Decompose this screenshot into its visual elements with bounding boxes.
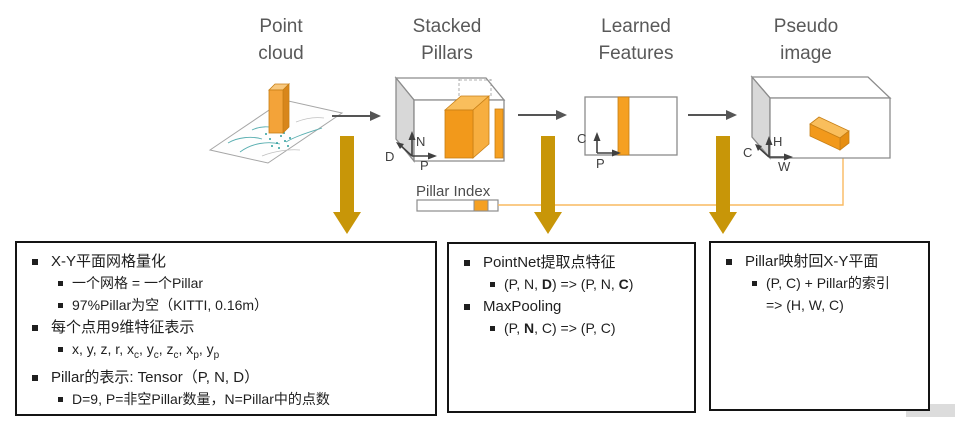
list-item: MaxPooling [464, 296, 689, 317]
list-item: PointNet提取点特征 [464, 252, 689, 273]
stage-title-stacked-pillars: Stacked Pillars [412, 16, 482, 64]
flow-arrow-3 [688, 110, 737, 120]
bullet-icon [58, 281, 63, 286]
list-item: 97%Pillar为空（KITTI, 0.16m） [58, 295, 430, 316]
index-connector-line [498, 150, 844, 206]
list-item-text: X-Y平面网格量化 [51, 253, 167, 270]
list-item-text: => (H, W, C) [766, 297, 844, 313]
list-item-text: 97%Pillar为空（KITTI, 0.16m） [72, 297, 269, 313]
bullet-icon [32, 325, 38, 331]
list-item: 每个点用9维特征表示 [32, 317, 430, 338]
list-item: => (H, W, C) [752, 295, 923, 316]
list-item: x, y, z, r, xc, yc, zc, xp, yp [58, 339, 430, 366]
stage-title-learned-features: Learned Features [598, 16, 674, 64]
bullet-icon [464, 304, 470, 310]
bullet-icon [32, 259, 38, 265]
plane-crease-lines [261, 117, 325, 157]
hidden-edge-dashes [458, 79, 492, 96]
list-item: (P, N, D) => (P, N, C) [490, 274, 689, 295]
stage-title-point-cloud: Point cloud [258, 16, 304, 64]
list-item-text: (P, N, C) => (P, C) [504, 320, 616, 336]
axis-label-p2: P [596, 156, 605, 171]
bullet-icon [490, 326, 495, 331]
axis-label-p: P [420, 158, 429, 173]
pillar-index-graphic: Pillar Index [416, 183, 499, 212]
down-arrow-1 [333, 136, 361, 234]
bullet-icon [58, 396, 63, 402]
bullet-icon [58, 347, 63, 352]
flow-arrow-2 [518, 110, 567, 120]
pillar-slab [443, 95, 504, 159]
pseudo-image-graphic: H W C [743, 75, 892, 174]
learned-axes [593, 132, 621, 157]
bullet-icon [752, 281, 757, 286]
stacked-axes [396, 131, 437, 160]
learned-features-graphic: C P [577, 96, 678, 171]
bullet-icon [58, 303, 63, 308]
list-item: (P, C) + Pillar的索引 [752, 273, 923, 294]
down-arrow-3 [709, 136, 737, 234]
list-item-text: (P, N, D) => (P, N, C) [504, 276, 634, 292]
pillar-index-highlight [473, 199, 489, 212]
axis-label-d: D [385, 149, 394, 164]
info-box-pillar-creation: X-Y平面网格量化一个网格 = 一个Pillar 97%Pillar为空（KITT… [15, 241, 437, 416]
stacked-pillars-graphic: N P D [385, 76, 506, 173]
bullet-icon [32, 374, 38, 381]
pseudo-pillar-bar [809, 116, 850, 151]
axis-label-n: N [416, 134, 425, 149]
info-box-feature-extraction: PointNet提取点特征 (P, N, D) => (P, N, C) MaxPo… [447, 242, 696, 413]
bullet-icon [490, 282, 495, 287]
list-item-text: 每个点用9维特征表示 [51, 319, 195, 336]
list-item-text: x, y, z, r, xc, yc, zc, xp, yp [72, 341, 220, 361]
list-item-text: MaxPooling [483, 298, 562, 315]
down-arrow-2 [534, 136, 562, 234]
info-box-scatter-back: Pillar映射回X-Y平面 (P, C) + Pillar的索引 => (H, W… [709, 241, 930, 411]
pillar-3d-icon [268, 83, 290, 134]
list-item: 一个网格 = 一个Pillar [58, 273, 430, 294]
list-item-text: Pillar的表示: Tensor（P, N, D） [51, 368, 260, 386]
axis-label-c: C [577, 131, 586, 146]
list-item-text: (P, C) + Pillar的索引 [766, 275, 890, 291]
list-item: D=9, P=非空Pillar数量，N=Pillar中的点数 [58, 389, 430, 410]
pseudo-axes [755, 136, 793, 161]
stage-title-pseudo-image: Pseudo image [773, 16, 839, 64]
list-item-text: Pillar映射回X-Y平面 [745, 253, 879, 270]
list-item-text: 一个网格 = 一个Pillar [72, 275, 204, 291]
flow-arrow-1 [332, 111, 381, 121]
point-cloud-graphic [208, 83, 344, 164]
pillar-index-label: Pillar Index [416, 183, 491, 200]
axis-label-h: H [773, 134, 782, 149]
list-item: X-Y平面网格量化 [32, 251, 430, 272]
feature-stripe [617, 96, 630, 156]
list-item-text: D=9, P=非空Pillar数量，N=Pillar中的点数 [72, 390, 330, 407]
axis-label-c2: C [743, 145, 752, 160]
pipeline-diagram: N P D Pillar Index C P [208, 75, 892, 234]
list-item: (P, N, C) => (P, C) [490, 318, 689, 339]
list-item: Pillar的表示: Tensor（P, N, D） [32, 367, 430, 388]
axis-label-w: W [778, 159, 791, 174]
list-item: Pillar映射回X-Y平面 [726, 251, 923, 272]
bullet-icon [464, 260, 470, 266]
list-item-text: PointNet提取点特征 [483, 254, 616, 271]
bullet-icon [726, 259, 732, 265]
